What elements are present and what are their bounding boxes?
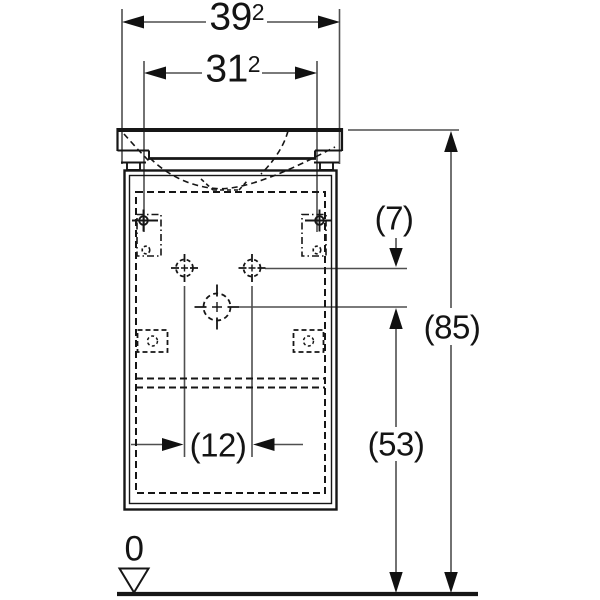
tap-hole-left-center (181, 264, 188, 272)
dim-label-inner-width: 312 (205, 50, 260, 89)
cabinet-inner-outline (128, 174, 333, 505)
washbasin (116, 128, 344, 191)
dimension-lines (131, 21, 452, 578)
hinge-right (292, 329, 325, 353)
hinge-right-screw (302, 335, 315, 347)
arrow-tap-spacing-right (253, 438, 275, 451)
level-triangle-icon (117, 567, 151, 595)
arrow-inner-width-left (144, 66, 166, 80)
dim-label-tap-spacing: (12) (189, 426, 247, 464)
hinge-left (136, 329, 169, 353)
tap-fixing-holes (171, 254, 266, 282)
bracket-left-outline (136, 213, 162, 257)
arrow-outer-width-right (318, 15, 340, 29)
dimension-arrowheads (122, 15, 458, 593)
hinge-left-screw (146, 335, 159, 347)
basin-bowl-curve (149, 146, 336, 190)
arrow-tap-spacing-left (162, 438, 184, 451)
basin-bowl-hidden-lines (123, 130, 336, 191)
floor (117, 567, 478, 597)
tap-hole-right-ticks (238, 254, 266, 282)
door-hinges (136, 329, 325, 353)
tap-hole-left-ticks (171, 254, 198, 282)
drain-opening (194, 284, 239, 330)
inner-width-value: 31 (205, 47, 248, 91)
bracket-left-adjuster (141, 245, 151, 255)
bracket-right-outline (301, 213, 327, 257)
cabinet-body (123, 169, 338, 511)
arrow-drain-height-up (389, 308, 403, 329)
floor-level-label: 0 (124, 529, 144, 569)
inner-width-superscript: 2 (247, 50, 261, 77)
tap-hole-right-center (248, 264, 256, 272)
outer-width-value: 39 (209, 0, 252, 39)
dim-label-total-height: (85) (423, 308, 481, 346)
dim-label-drain-height: (53) (367, 425, 425, 463)
washbasin-side-edges (116, 128, 344, 151)
drain-ticks (194, 284, 239, 330)
outer-width-superscript: 2 (251, 0, 265, 25)
cabinet-outer-outline (123, 169, 338, 511)
basin-back-curve (260, 130, 289, 175)
cabinet-interior-dashed (135, 191, 326, 494)
arrow-total-height-up (444, 131, 458, 152)
washbasin-clamp-right (314, 161, 339, 171)
arrow-tap-depth-down (389, 248, 403, 267)
bracket-left-cross (132, 209, 158, 232)
dim-label-outer-width: 392 (209, 0, 264, 37)
arrow-total-height-down (444, 572, 458, 593)
basin-bowl-left-edge (123, 133, 150, 162)
washbasin-recess-steps (148, 150, 316, 158)
arrow-outer-width-left (122, 15, 144, 29)
drain-center-cross (212, 302, 222, 312)
dim-label-tap-depth: (7) (374, 199, 414, 237)
washbasin-clamp-left (121, 161, 146, 171)
arrow-inner-width-right (295, 66, 317, 80)
bracket-right-adjuster (312, 245, 322, 255)
bracket-right-cross (305, 209, 331, 232)
basin-drain-hidden (200, 178, 249, 191)
mounting-brackets (132, 209, 331, 257)
cabinet-shelf-dashed (136, 377, 325, 389)
arrow-drain-height-down (389, 572, 403, 593)
